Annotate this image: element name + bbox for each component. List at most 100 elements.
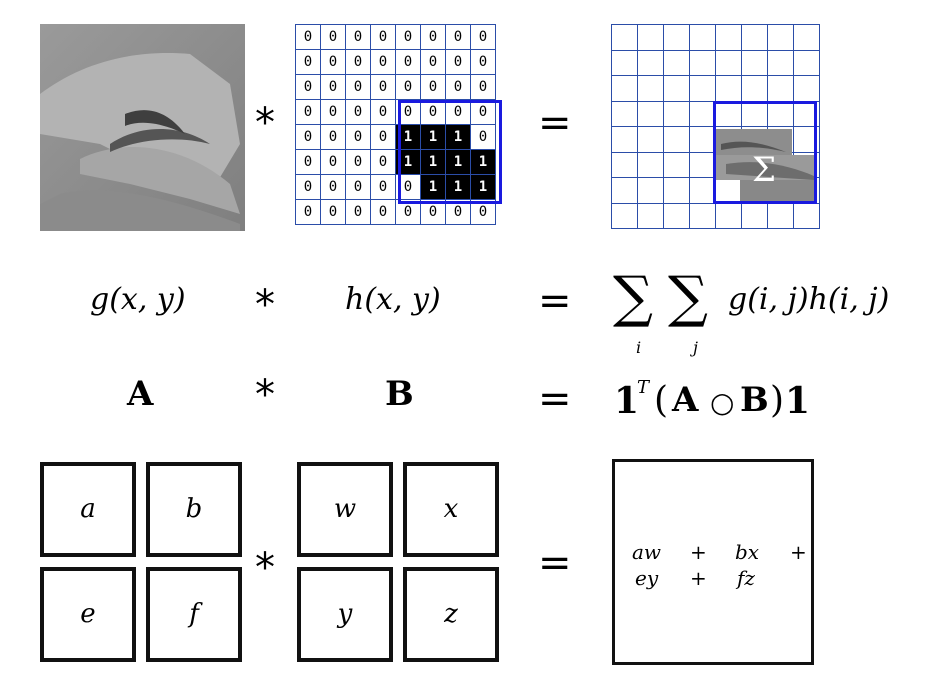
kernel-cell: 0	[320, 199, 346, 225]
kernel-cell: 0	[470, 24, 496, 50]
sum-j-symbol: ∑	[668, 265, 708, 330]
kernel-cell: 0	[345, 74, 371, 100]
term-bx: bx	[735, 540, 760, 564]
output-cell	[715, 202, 742, 229]
output-cell	[741, 100, 768, 127]
row2-operator: *	[255, 282, 275, 328]
kernel-cell: 0	[345, 24, 371, 50]
output-cell	[637, 75, 664, 102]
kernel-cell: 0	[320, 124, 346, 150]
kernel-cell: 1	[445, 174, 471, 200]
transpose-sup: T	[637, 377, 650, 398]
kernel-cell: 0	[295, 74, 321, 100]
kernel-cell: 1	[445, 149, 471, 175]
output-cell	[663, 151, 690, 178]
left-cell-a: a	[40, 462, 136, 557]
kernel-cell: 0	[370, 174, 396, 200]
term-ey: ey	[635, 566, 659, 590]
output-row	[611, 24, 820, 51]
paren-open: (	[654, 380, 669, 421]
output-cell	[741, 24, 768, 51]
output-cell	[637, 100, 664, 127]
output-cell	[793, 49, 820, 76]
kernel-cell: 1	[420, 124, 446, 150]
kernel-cell: 0	[370, 74, 396, 100]
image-patch-art	[40, 24, 245, 231]
kernel-cell: 0	[320, 49, 346, 75]
kernel-cell: 1	[420, 149, 446, 175]
output-cell	[663, 49, 690, 76]
kernel-cell: 0	[395, 24, 421, 50]
kernel-cell: 0	[370, 199, 396, 225]
sum-i-symbol: ∑	[613, 265, 653, 330]
kernel-cell: 0	[295, 24, 321, 50]
sum-symbol: Σ	[752, 150, 777, 190]
right-cell-w: w	[297, 462, 393, 557]
cell-label-a: a	[80, 494, 96, 524]
kernel-cell: 0	[445, 99, 471, 125]
kernel-cell: 0	[320, 149, 346, 175]
kernel-cell: 0	[370, 124, 396, 150]
equals-sign: =	[538, 100, 572, 146]
output-cell	[715, 24, 742, 51]
output-cell	[767, 75, 794, 102]
kernel-cell: 1	[470, 174, 496, 200]
kernel-cell: 0	[345, 49, 371, 75]
output-cell	[689, 202, 716, 229]
output-cell	[663, 177, 690, 204]
left-cell-f: f	[146, 567, 242, 662]
cell-label-x: x	[443, 494, 459, 524]
kernel-cell: 1	[470, 149, 496, 175]
output-cell	[715, 100, 742, 127]
sum-j-index: j	[693, 338, 698, 357]
row3-equals: =	[538, 376, 572, 422]
image-patch	[40, 24, 245, 231]
kernel-cell: 0	[470, 99, 496, 125]
output-cell	[611, 202, 638, 229]
output-cell	[637, 24, 664, 51]
kernel-cell: 0	[345, 149, 371, 175]
output-cell	[689, 177, 716, 204]
sum-i-index: i	[636, 338, 642, 357]
paren-close: )	[770, 380, 785, 421]
right-cell-x: x	[403, 462, 499, 557]
output-cell	[793, 202, 820, 229]
output-cell	[793, 75, 820, 102]
cell-label-w: w	[333, 494, 357, 524]
output-window: Σ	[713, 101, 817, 204]
kernel-cell: 0	[470, 74, 496, 100]
kernel-cell: 0	[445, 49, 471, 75]
kernel-cell: 0	[420, 74, 446, 100]
conv-operator: *	[255, 100, 275, 146]
output-cell	[611, 75, 638, 102]
output-cell	[637, 151, 664, 178]
cell-label-z: z	[444, 599, 458, 629]
output-cell	[611, 49, 638, 76]
hadamard-circle: ○	[710, 386, 735, 419]
kernel-cell: 0	[320, 24, 346, 50]
row4-operator: *	[255, 545, 275, 591]
output-cell	[741, 75, 768, 102]
kernel-cell: 0	[295, 174, 321, 200]
kernel-cell: 0	[395, 74, 421, 100]
ones-vector-right: 1	[785, 380, 811, 422]
hadamard-B: B	[740, 380, 769, 420]
output-cell	[611, 100, 638, 127]
matrix-B: B	[385, 374, 414, 414]
output-cell	[663, 126, 690, 153]
output-cell	[689, 75, 716, 102]
kernel-cell: 0	[470, 124, 496, 150]
kernel-cell: 0	[295, 124, 321, 150]
output-row	[611, 49, 820, 76]
kernel-cell: 0	[445, 74, 471, 100]
output-cell	[611, 177, 638, 204]
right-cell-y: y	[297, 567, 393, 662]
kernel-cell: 0	[295, 99, 321, 125]
output-cell	[689, 151, 716, 178]
ones-vector-left: 1	[614, 380, 640, 422]
output-row	[611, 202, 820, 229]
cell-label-b: b	[185, 494, 203, 524]
